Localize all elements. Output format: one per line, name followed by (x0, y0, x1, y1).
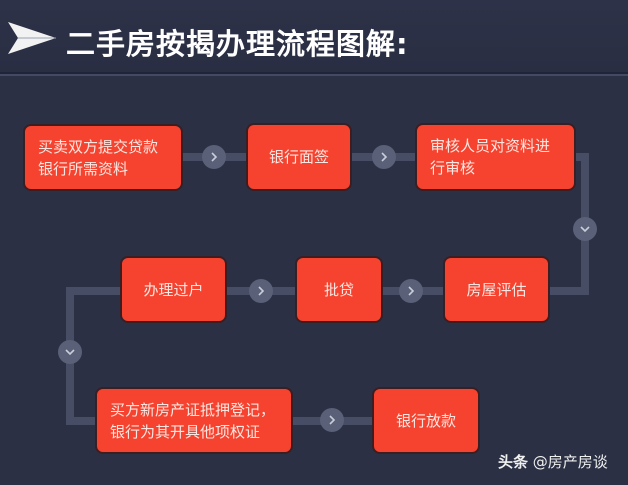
step-label: 批贷 (323, 280, 354, 299)
chevron-down-icon (573, 217, 597, 241)
flow-step-submit-documents: 买卖双方提交贷款 银行所需资料 (25, 126, 181, 189)
flow-step-loan-approval: 批贷 (297, 258, 381, 321)
watermark-source: 头条 (498, 453, 529, 471)
page-title: 二手房按揭办理流程图解: (66, 27, 409, 61)
chevron-right-icon (320, 408, 344, 432)
flow-step-review-documents: 审核人员对资料进 行审核 (417, 125, 574, 189)
watermark-author: @房产房谈 (532, 453, 608, 471)
header-divider-highlight (0, 74, 628, 76)
chevron-down-icon (58, 340, 82, 364)
flow-step-bank-interview: 银行面签 (248, 125, 350, 189)
chevron-right-icon (249, 279, 273, 303)
step-label: 买方新房产证抵押登记， 银行为其开具他项权证 (110, 400, 276, 441)
paper-plane-arrow-icon (8, 22, 56, 54)
header-divider (0, 72, 628, 74)
chevron-right-icon (372, 145, 396, 169)
step-label: 银行放款 (395, 411, 456, 430)
step-label: 审核人员对资料进 行审核 (430, 137, 551, 177)
flow-step-mortgage-registration: 买方新房产证抵押登记， 银行为其开具他项权证 (97, 389, 291, 452)
flow-step-property-appraisal: 房屋评估 (445, 258, 548, 321)
step-label: 买卖双方提交贷款 银行所需资料 (38, 137, 159, 178)
header-bar (0, 0, 628, 72)
step-label: 银行面签 (268, 148, 329, 166)
flow-step-title-transfer: 办理过户 (122, 258, 225, 321)
watermark: 头条 @房产房谈 (498, 451, 608, 472)
step-label: 办理过户 (143, 280, 204, 299)
step-label: 房屋评估 (466, 280, 527, 299)
chevron-right-icon (399, 279, 423, 303)
chevron-right-icon (202, 145, 226, 169)
flow-step-loan-disbursement: 银行放款 (374, 389, 478, 452)
